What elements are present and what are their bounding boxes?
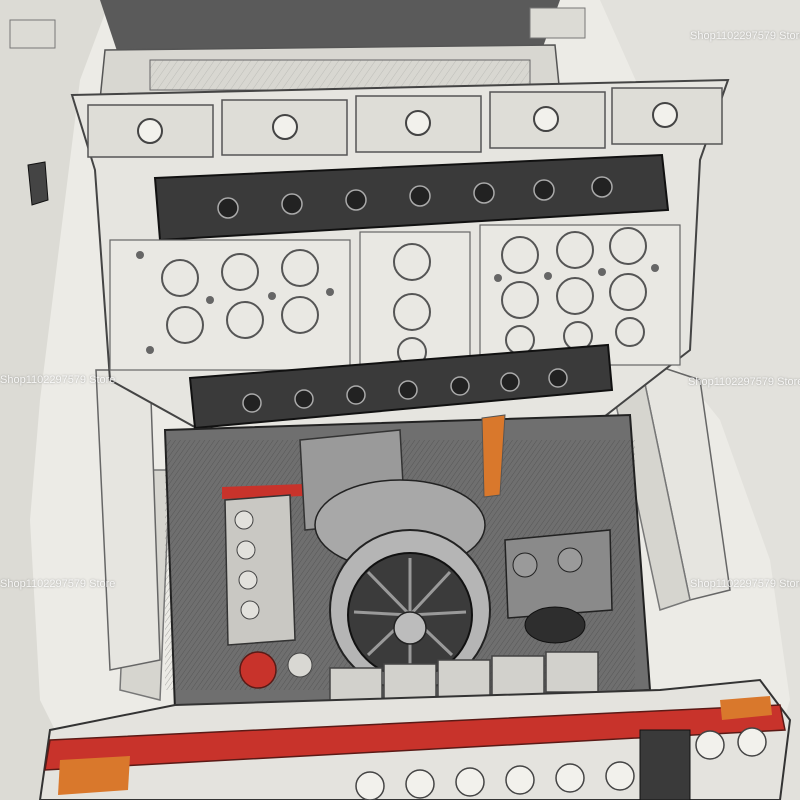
lid-top-blocks bbox=[87, 87, 723, 158]
spring-part bbox=[524, 606, 586, 644]
right-indicator bbox=[720, 696, 772, 720]
orange-accent bbox=[481, 414, 506, 498]
lid-technic-panels bbox=[109, 224, 681, 373]
red-light-bar bbox=[44, 704, 786, 771]
fan-turbine bbox=[314, 479, 491, 691]
left-indicator bbox=[58, 756, 130, 795]
watermark-top-right: Shop1102297579 Store bbox=[690, 30, 800, 42]
side-detail bbox=[27, 161, 49, 206]
roof bbox=[9, 0, 586, 101]
rear-bumper bbox=[38, 678, 792, 800]
lower-dark-plate bbox=[188, 343, 614, 430]
watermark-mid-left: Shop1102297579 Store bbox=[0, 374, 116, 386]
engine-bay bbox=[163, 413, 652, 712]
watermark-mid-right: Shop1102297579 Store bbox=[688, 376, 800, 388]
watermark-lower-left: Shop1102297579 Store bbox=[0, 578, 116, 590]
red-round-tile bbox=[239, 651, 277, 689]
watermark-lower-right: Shop1102297579 Store bbox=[690, 578, 800, 590]
upper-dark-plate bbox=[153, 153, 670, 242]
engine-lid bbox=[70, 78, 730, 432]
